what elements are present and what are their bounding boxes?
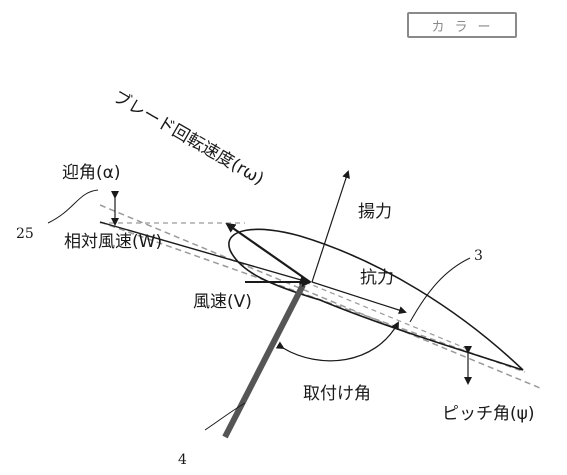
wind-speed-label: 風速(V): [193, 292, 252, 312]
leader-line-4: [204, 402, 246, 431]
ref-25: 25: [16, 226, 34, 242]
leader-line-3: [409, 257, 471, 323]
ref-4: 4: [178, 452, 187, 468]
blade-speed-arrow: [225, 222, 311, 283]
attack-angle-label: 迎角(α): [62, 163, 120, 183]
relative-wind-arrow: [99, 221, 310, 285]
leader-line-25: [47, 189, 99, 224]
mount-angle-arc: [275, 321, 399, 362]
dashed-mid-line: [304, 281, 471, 351]
drag-arrow: [311, 281, 407, 314]
drag-label: 抗力: [360, 268, 394, 288]
pitch-angle-label: ピッチ角(ψ): [442, 404, 534, 424]
mount-angle-label: 取付け角: [303, 384, 371, 404]
lift-label: 揚力: [358, 202, 392, 222]
lift-arrow: [311, 170, 350, 283]
color-stamp-text: カラー: [431, 19, 501, 35]
blade-speed-label: ブレード回転速度(rω): [110, 86, 268, 189]
blade-shaft: [222, 283, 306, 439]
color-stamp: カラー: [407, 12, 517, 38]
ref-3: 3: [474, 248, 483, 264]
relative-wind-label: 相対風速(W): [64, 232, 162, 252]
